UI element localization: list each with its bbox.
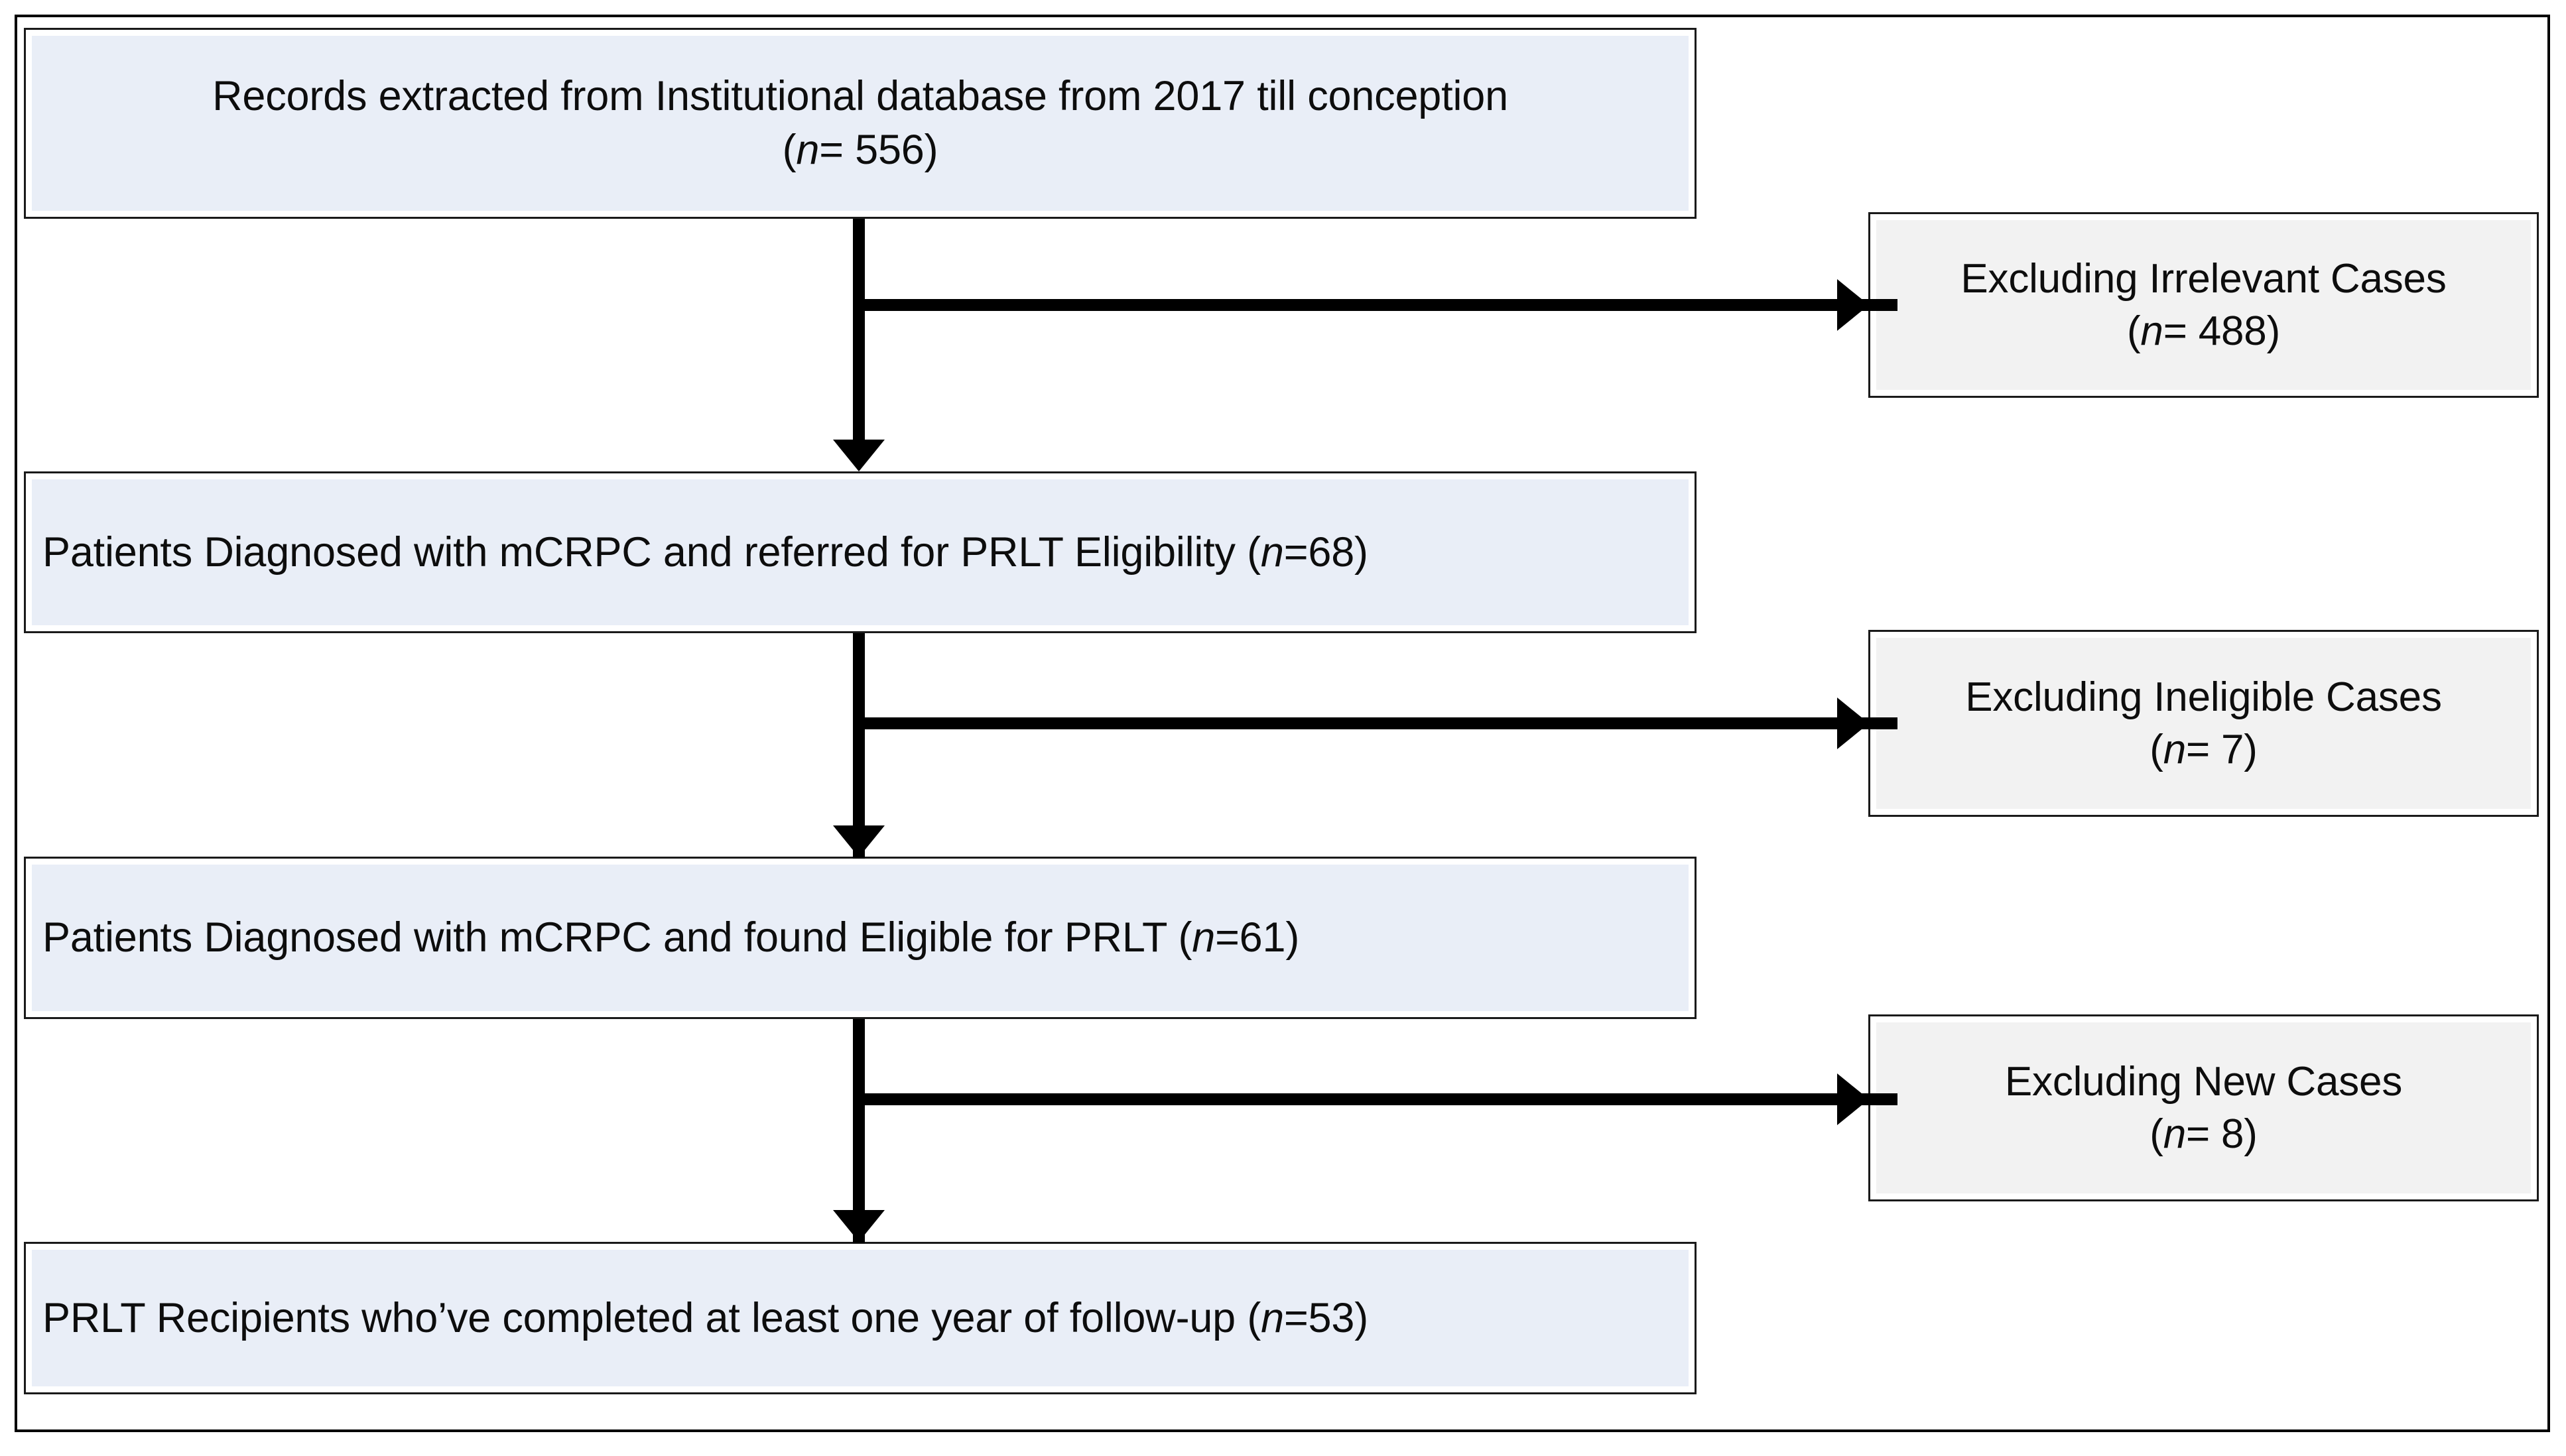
excl-ineligible-count-prefix: ( — [2149, 727, 2163, 772]
node-excluding-ineligible-cases[interactable]: Excluding Ineligible Cases (n= 7) — [1868, 630, 2539, 817]
excl-new-count-prefix: ( — [2149, 1111, 2163, 1157]
connector-eligible-to-recipients-line — [853, 1019, 865, 1243]
excl-ineligible-count-suffix: = 7) — [2185, 727, 2258, 772]
node-patients-eligible[interactable]: Patients Diagnosed with mCRPC and found … — [24, 857, 1697, 1019]
recipients-n-italic: n — [1261, 1294, 1284, 1341]
records-count-prefix: ( — [782, 127, 797, 173]
node-excluding-irrelevant-cases[interactable]: Excluding Irrelevant Cases (n= 488) — [1868, 212, 2539, 398]
page-border-frame — [15, 15, 2550, 1432]
connector-referred-to-eligible-line — [853, 633, 865, 859]
excl-irrelevant-count-suffix: = 488) — [2163, 308, 2281, 354]
node-patients-referred-fill: Patients Diagnosed with mCRPC and referr… — [32, 479, 1689, 625]
recipients-text-prefix: PRLT Recipients who’ve completed at leas… — [42, 1294, 1261, 1341]
node-patients-eligible-line1: Patients Diagnosed with mCRPC and found … — [42, 911, 1299, 965]
node-excluding-new-cases[interactable]: Excluding New Cases (n= 8) — [1868, 1014, 2539, 1201]
eligible-text-prefix: Patients Diagnosed with mCRPC and found … — [42, 914, 1192, 961]
arrowhead-right-records-to-irrelevant — [1837, 279, 1869, 331]
excl-new-n-italic: n — [2163, 1111, 2186, 1157]
node-patients-referred-line1: Patients Diagnosed with mCRPC and referr… — [42, 526, 1368, 579]
node-patients-eligible-fill: Patients Diagnosed with mCRPC and found … — [32, 865, 1689, 1011]
arrowhead-down-records-to-referred — [833, 440, 885, 471]
excl-irrelevant-line2: (n= 488) — [2127, 305, 2280, 357]
connector-referred-to-ineligible-line — [853, 717, 1897, 729]
node-prlt-recipients-line1: PRLT Recipients who’ve completed at leas… — [42, 1292, 1368, 1345]
node-prlt-recipients-fill: PRLT Recipients who’ve completed at leas… — [32, 1250, 1689, 1386]
excl-ineligible-line2: (n= 7) — [2149, 723, 2258, 776]
arrowhead-right-referred-to-ineligible — [1837, 698, 1869, 749]
connector-records-to-irrelevant-line — [853, 299, 1897, 311]
node-excluding-new-cases-fill: Excluding New Cases (n= 8) — [1876, 1022, 2531, 1193]
node-prlt-recipients[interactable]: PRLT Recipients who’ve completed at leas… — [24, 1242, 1697, 1394]
node-records-extracted-line2: (n= 556) — [783, 123, 938, 177]
referred-text-prefix: Patients Diagnosed with mCRPC and referr… — [42, 528, 1261, 576]
excl-ineligible-line1: Excluding Ineligible Cases — [1965, 674, 2442, 720]
excl-irrelevant-count-prefix: ( — [2126, 308, 2141, 354]
excl-irrelevant-line1: Excluding Irrelevant Cases — [1960, 255, 2447, 302]
excl-new-count-suffix: = 8) — [2185, 1111, 2258, 1157]
node-records-extracted-line1: Records extracted from Institutional dat… — [212, 73, 1508, 120]
excl-new-line1: Excluding New Cases — [2004, 1058, 2403, 1105]
records-n-italic: n — [796, 127, 820, 173]
records-count-suffix: = 556) — [819, 127, 938, 173]
referred-n-italic: n — [1260, 528, 1284, 576]
eligible-text-suffix: =61) — [1215, 914, 1300, 961]
referred-text-suffix: =68) — [1283, 528, 1368, 576]
recipients-text-suffix: =53) — [1283, 1294, 1368, 1341]
node-records-extracted-fill: Records extracted from Institutional dat… — [32, 36, 1689, 211]
excl-irrelevant-n-italic: n — [2140, 308, 2163, 354]
arrowhead-down-eligible-to-recipients — [833, 1210, 885, 1242]
node-patients-referred[interactable]: Patients Diagnosed with mCRPC and referr… — [24, 471, 1697, 633]
node-excluding-ineligible-cases-fill: Excluding Ineligible Cases (n= 7) — [1876, 638, 2531, 809]
node-excluding-irrelevant-cases-fill: Excluding Irrelevant Cases (n= 488) — [1876, 220, 2531, 390]
eligible-n-italic: n — [1192, 914, 1216, 961]
connector-eligible-to-new-line — [853, 1093, 1897, 1105]
node-records-extracted[interactable]: Records extracted from Institutional dat… — [24, 28, 1697, 219]
excl-ineligible-n-italic: n — [2163, 727, 2186, 772]
arrowhead-right-eligible-to-new — [1837, 1073, 1869, 1125]
arrowhead-down-referred-to-eligible — [833, 825, 885, 857]
connector-records-to-referred-line — [853, 219, 865, 444]
excl-new-line2: (n= 8) — [2149, 1108, 2258, 1160]
